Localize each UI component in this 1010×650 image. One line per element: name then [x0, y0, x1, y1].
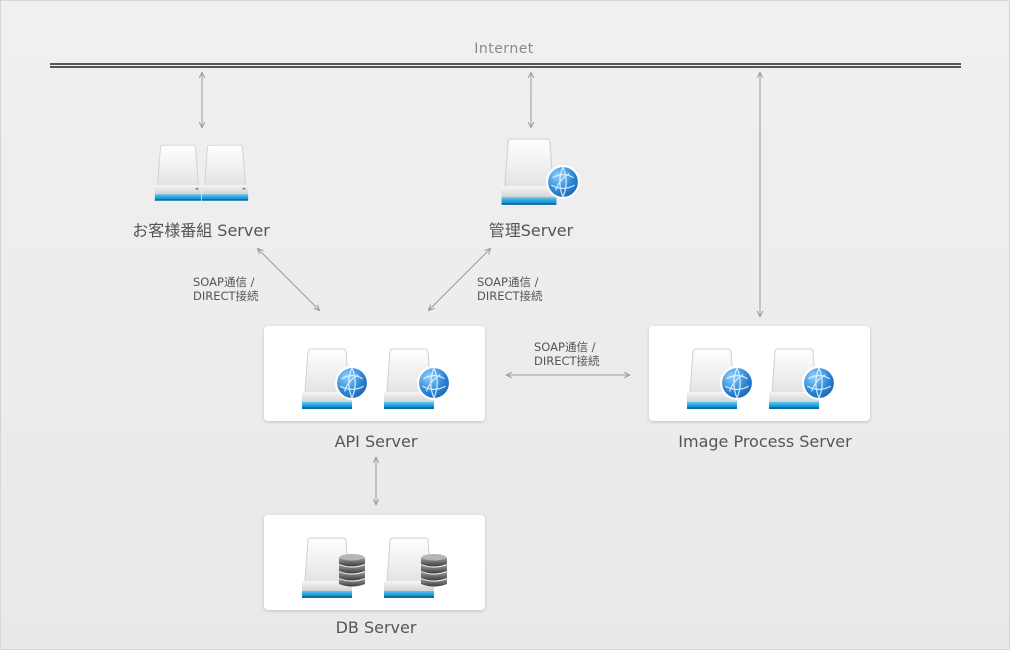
image-server-box	[649, 326, 870, 421]
api-server-box	[264, 326, 485, 421]
globe-icon	[335, 366, 369, 400]
db-server-box	[264, 515, 485, 610]
api-server-icons	[301, 348, 451, 410]
database-icon	[421, 554, 447, 587]
globe-icon	[417, 366, 451, 400]
customer-server-icon	[154, 144, 249, 202]
db-server-icons	[301, 537, 447, 599]
connector-customer-api	[258, 249, 319, 310]
db-server-label: DB Server	[335, 618, 417, 637]
protocol-label-api-image: SOAP通信 / DIRECT接続	[534, 340, 600, 368]
customer-server-label: お客様番組 Server	[132, 221, 270, 240]
protocol-label-customer-api: SOAP通信 / DIRECT接続	[193, 275, 259, 303]
globe-icon	[546, 165, 580, 199]
globe-icon	[720, 366, 754, 400]
image-server-icons	[686, 348, 836, 410]
database-icon	[339, 554, 365, 587]
globe-icon	[802, 366, 836, 400]
connector-admin-api	[429, 249, 490, 310]
api-server-label: API Server	[334, 432, 418, 451]
admin-server-icon	[500, 138, 580, 206]
internet-line	[50, 63, 961, 68]
image-server-label: Image Process Server	[678, 432, 852, 451]
admin-server-label: 管理Server	[488, 221, 574, 240]
protocol-label-admin-api: SOAP通信 / DIRECT接続	[477, 275, 543, 303]
internet-label: Internet	[474, 41, 534, 57]
